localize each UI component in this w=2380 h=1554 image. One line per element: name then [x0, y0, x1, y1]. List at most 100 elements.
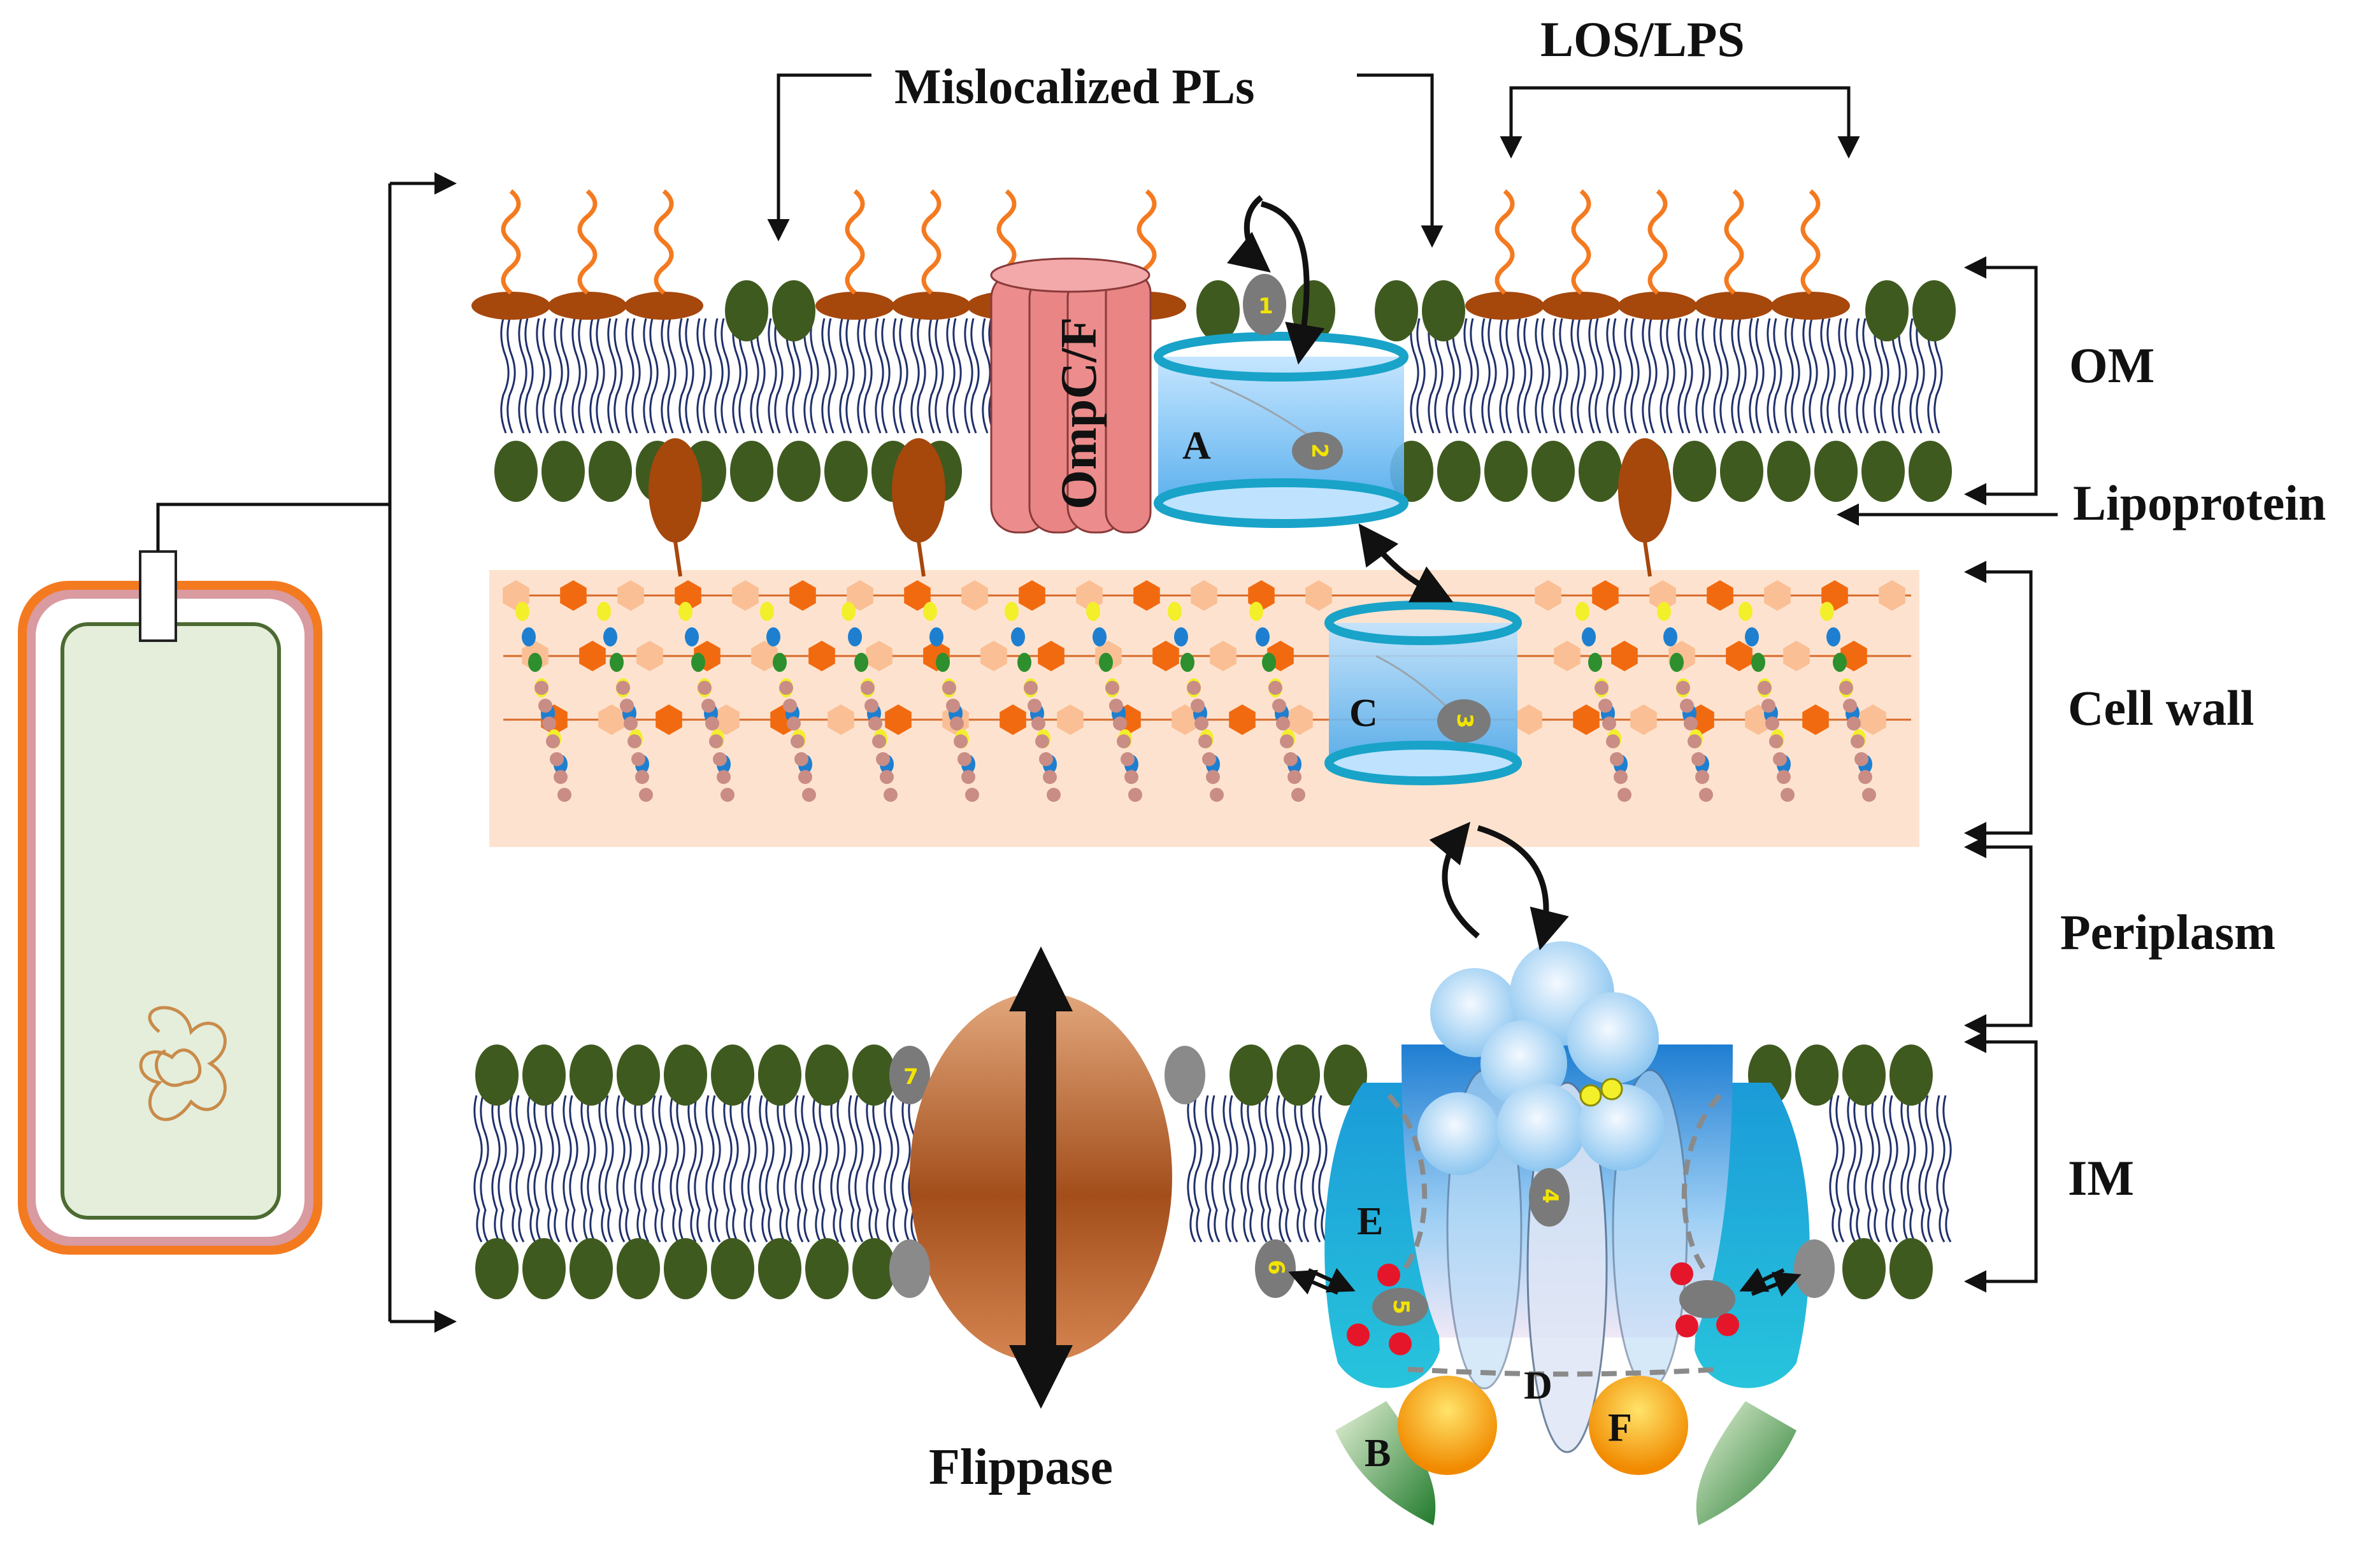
crosslink-bead	[1614, 770, 1628, 784]
crosslink-bead	[554, 770, 568, 784]
crosslink-bead	[1272, 699, 1286, 713]
peptidoglycan-strands	[503, 580, 1911, 802]
lipoprotein-anchors	[649, 438, 1672, 577]
lipid-tail	[857, 318, 866, 434]
crosslink-bead	[1598, 699, 1612, 713]
lipid-tail	[1737, 318, 1747, 434]
crosslink-bead	[1851, 734, 1865, 748]
glycan-sugar	[656, 704, 682, 735]
glycan-sugar	[1726, 641, 1753, 671]
peptide-bead	[1663, 627, 1677, 646]
peptide-bead	[848, 627, 862, 646]
crosslink-bead	[1028, 699, 1042, 713]
phospholipid-head	[494, 441, 538, 502]
crosslink-bead	[1210, 788, 1224, 802]
lipid-tail	[946, 318, 956, 434]
lipid-tail	[1853, 1095, 1863, 1243]
lipid-tail	[473, 1095, 483, 1243]
lipid-tail	[678, 318, 688, 434]
transporter-a: A 2	[1154, 332, 1409, 528]
glycan-sugar	[1516, 704, 1542, 735]
lipid-tail	[1918, 1095, 1928, 1243]
glycan-sugar	[866, 641, 892, 671]
crosslink-bead	[957, 752, 971, 766]
lipid-tail	[1755, 318, 1765, 434]
lipid-tail	[1612, 318, 1622, 434]
lipid-tail	[964, 318, 973, 434]
peptide-bead	[1575, 602, 1589, 621]
crosslink-bead	[1843, 699, 1857, 713]
lps-head	[1542, 292, 1621, 320]
site-3-marker	[1437, 699, 1491, 743]
lipid-tail	[658, 1095, 668, 1243]
site-4-marker	[1529, 1168, 1570, 1227]
crosslink-bead	[720, 788, 735, 802]
peptide-bead	[1099, 653, 1113, 672]
lipid-tail	[794, 1095, 804, 1243]
lipid-tail	[580, 1095, 590, 1243]
glycan-sugar	[1649, 580, 1676, 611]
glycan-sugar	[1286, 704, 1313, 735]
lipid-tail	[1865, 1095, 1874, 1243]
lipid-tail	[1187, 1095, 1196, 1243]
lipid-tail	[524, 318, 534, 434]
lipid-tail	[1499, 318, 1509, 434]
lipid-tail	[1809, 318, 1818, 434]
phospholipid-head	[758, 1238, 801, 1299]
site-7-label: 7	[903, 1064, 919, 1090]
phospholipid-head	[1767, 441, 1810, 502]
phospholipid-head	[617, 1238, 660, 1299]
phospholipid-head	[772, 280, 815, 341]
lipid-tail	[1282, 1095, 1292, 1243]
peptide-bead	[691, 653, 705, 672]
glycan-sugar	[713, 704, 740, 735]
phospholipid-head	[1889, 1044, 1933, 1106]
crosslink-bead	[802, 788, 816, 802]
lipid-tail	[703, 318, 712, 434]
lipid-tail	[587, 1095, 596, 1243]
lipid-tail	[667, 318, 677, 434]
site-6-marker	[1255, 1239, 1296, 1298]
lipid-tail	[480, 1095, 489, 1243]
peptide-bead	[1249, 602, 1263, 621]
lps-head	[548, 292, 627, 320]
lipid-tail	[1829, 1095, 1839, 1243]
lipid-tail	[613, 318, 623, 434]
cell-icon	[18, 550, 322, 1255]
crosslink-bead	[1680, 699, 1694, 713]
lps-head	[1695, 292, 1774, 320]
lipid-tail	[500, 318, 510, 434]
glycan-sugar	[1840, 641, 1867, 671]
lipid-tail	[676, 1095, 685, 1243]
im-grey-lipids	[889, 1046, 1835, 1298]
glycan-sugar	[1573, 704, 1600, 735]
lipid-tail	[828, 318, 837, 434]
crosslink-bead	[1688, 734, 1702, 748]
crosslink-bead	[538, 699, 552, 713]
phospholipid-head	[1842, 1044, 1886, 1106]
peptide-bead	[773, 653, 787, 672]
mislocalized-bracket	[767, 73, 1444, 248]
lipid-tail	[1820, 318, 1830, 434]
lipid-tail	[518, 318, 527, 434]
lipid-tail	[1942, 1095, 1952, 1243]
lipid-tail	[803, 318, 813, 434]
lipid-tail	[1791, 318, 1800, 434]
glycan-sugar	[1611, 641, 1638, 671]
om-outer-leaflet	[471, 280, 1956, 341]
lps-chain	[1647, 189, 1668, 295]
lipid-tail	[1648, 318, 1658, 434]
peptide-bead	[1262, 653, 1276, 672]
lipid-tail	[536, 318, 545, 434]
lipid-tail	[1731, 318, 1740, 434]
crosslink-bead	[546, 734, 560, 748]
crosslink-bead	[534, 681, 548, 695]
crosslink-bead	[950, 716, 964, 731]
peptide-bead	[515, 602, 529, 621]
peptide-bead	[854, 653, 868, 672]
lipid-tail	[527, 1095, 536, 1243]
crosslink-bead	[1699, 788, 1713, 802]
lipid-tail	[901, 1095, 911, 1243]
lps-chain	[1495, 189, 1515, 295]
crosslink-bead	[965, 788, 979, 802]
